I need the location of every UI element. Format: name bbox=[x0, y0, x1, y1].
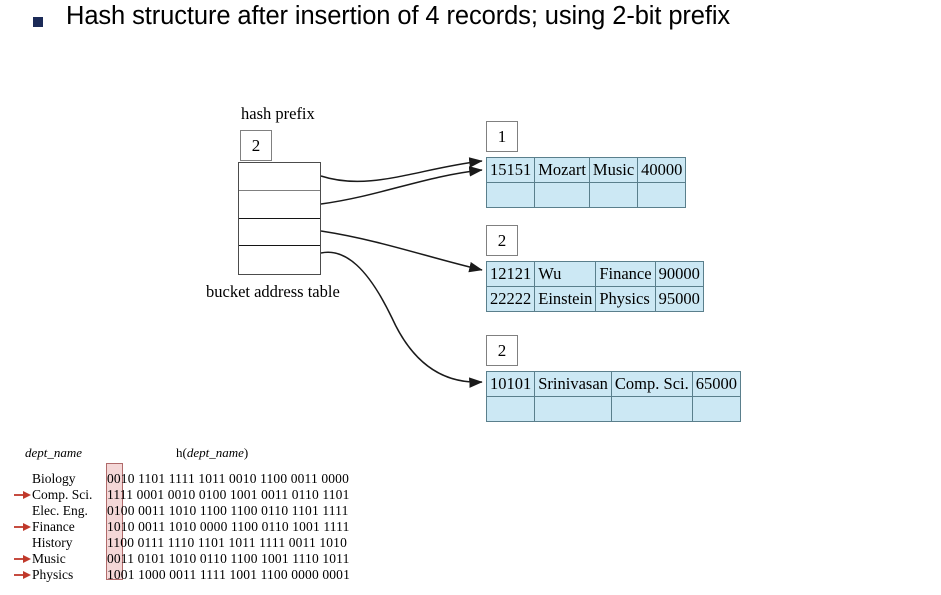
hash-row-music: Music 0011 0101 1010 0110 1100 1001 1110… bbox=[0, 551, 420, 567]
page-title: Hash structure after insertion of 4 reco… bbox=[66, 2, 731, 30]
bucket-1-row-1-dept bbox=[588, 182, 639, 208]
hash-row-dept-label: Music bbox=[32, 551, 66, 566]
bucket-2-row-1-name: Einstein bbox=[534, 286, 597, 312]
right-arrow-icon bbox=[14, 491, 31, 499]
hash-row-dept-label: Physics bbox=[32, 567, 74, 582]
hash-row-bits: 0010 1101 1111 1011 0010 1100 0011 0000 bbox=[107, 471, 349, 486]
bucket-address-table-label: bucket address table bbox=[206, 282, 340, 301]
bucket-3-row-0-dept: Comp. Sci. bbox=[610, 371, 693, 397]
hash-header-suffix: ) bbox=[243, 445, 249, 460]
bucket-2-row-0-salary: 90000 bbox=[654, 261, 704, 287]
slide-title-row: Hash structure after insertion of 4 reco… bbox=[0, 0, 941, 48]
hash-row-bits: 1001 1000 0011 1111 1001 1100 0000 0001 bbox=[107, 567, 350, 582]
bucket-1-row-1[interactable] bbox=[485, 182, 687, 208]
bucket-1-row-1-id bbox=[485, 182, 536, 208]
hash-prefix-label: hash prefix bbox=[241, 104, 315, 123]
bucket-3-depth-box: 2 bbox=[486, 335, 518, 366]
bucket-3-row-1[interactable] bbox=[485, 396, 741, 422]
right-arrow-icon bbox=[14, 571, 31, 579]
bucket-2-row-1[interactable]: 22222 Einstein Physics 95000 bbox=[485, 286, 704, 312]
bucket-2-depth-value: 2 bbox=[497, 230, 507, 250]
bucket-3-row-0-salary: 65000 bbox=[691, 371, 741, 397]
hash-table-header-hash: h(dept_name) bbox=[176, 445, 248, 461]
right-arrow-icon bbox=[14, 523, 31, 531]
bucket-3-row-0-id: 10101 bbox=[485, 371, 536, 397]
bucket-3-row-1-name bbox=[534, 396, 612, 422]
bucket-2-row-0-name: Wu bbox=[534, 261, 597, 287]
hash-row-elec-eng: Elec. Eng. 0100 0011 1010 1100 1100 0110… bbox=[0, 503, 420, 519]
bucket-3-row-1-salary bbox=[691, 396, 741, 422]
bucket-address-row-1[interactable] bbox=[239, 191, 320, 219]
hash-row-dept-label: Elec. Eng. bbox=[32, 503, 88, 518]
hash-header-arg: dept_name bbox=[186, 445, 244, 460]
bucket-2-table: 12121 Wu Finance 90000 22222 Einstein Ph… bbox=[485, 261, 704, 312]
bucket-1-row-1-salary bbox=[637, 182, 687, 208]
right-arrow-icon bbox=[14, 555, 31, 563]
hash-row-dept-label: Finance bbox=[32, 519, 75, 534]
bucket-2-row-1-dept: Physics bbox=[595, 286, 656, 312]
bucket-3-row-0-name: Srinivasan bbox=[534, 371, 612, 397]
hash-header-prefix: h( bbox=[176, 445, 187, 460]
bucket-3-row-1-id bbox=[485, 396, 536, 422]
hash-row-physics: Physics 1001 1000 0011 1111 1001 1100 00… bbox=[0, 567, 420, 583]
hash-row-bits: 1100 0111 1110 1101 1011 1111 0011 1010 bbox=[107, 535, 347, 550]
bucket-3-table: 10101 Srinivasan Comp. Sci. 65000 bbox=[485, 371, 741, 422]
hash-row-biology: Biology 0010 1101 1111 1011 0010 1100 00… bbox=[0, 471, 420, 487]
hash-row-history: History 1100 0111 1110 1101 1011 1111 00… bbox=[0, 535, 420, 551]
bucket-2-row-1-salary: 95000 bbox=[654, 286, 704, 312]
bucket-address-row-0[interactable] bbox=[239, 163, 320, 191]
bucket-1-row-0-salary: 40000 bbox=[637, 157, 687, 183]
bucket-2-row-1-id: 22222 bbox=[485, 286, 536, 312]
bucket-address-table bbox=[238, 162, 321, 275]
bucket-1-row-0[interactable]: 15151 Mozart Music 40000 bbox=[485, 157, 687, 183]
bucket-1-depth-value: 1 bbox=[497, 126, 507, 146]
hash-row-bits: 0100 0011 1010 1100 1100 0110 1101 1111 bbox=[107, 503, 349, 518]
bucket-1-table: 15151 Mozart Music 40000 bbox=[485, 157, 687, 208]
hash-row-bits: 1111 0001 0010 0100 1001 0011 0110 1101 bbox=[107, 487, 350, 502]
hash-row-bits: 1010 0011 1010 0000 1100 0110 1001 1111 bbox=[107, 519, 350, 534]
bucket-1-row-0-id: 15151 bbox=[485, 157, 536, 183]
hash-prefix-value: 2 bbox=[251, 135, 261, 155]
hash-row-dept-label: Comp. Sci. bbox=[32, 487, 93, 502]
bucket-1-row-1-name bbox=[534, 182, 590, 208]
hash-prefix-value-box: 2 bbox=[240, 130, 272, 161]
prefix-bits-highlight bbox=[106, 463, 123, 580]
bucket-3-row-0[interactable]: 10101 Srinivasan Comp. Sci. 65000 bbox=[485, 371, 741, 397]
square-bullet-icon bbox=[33, 17, 43, 27]
hash-row-comp-sci: Comp. Sci. 1111 0001 0010 0100 1001 0011… bbox=[0, 487, 420, 503]
hash-row-dept-label: History bbox=[32, 535, 73, 550]
bucket-address-row-2[interactable] bbox=[239, 219, 320, 247]
bucket-3-row-1-dept bbox=[610, 396, 693, 422]
bucket-1-row-0-dept: Music bbox=[588, 157, 639, 183]
hash-row-finance: Finance 1010 0011 1010 0000 1100 0110 10… bbox=[0, 519, 420, 535]
bucket-2-row-0-id: 12121 bbox=[485, 261, 536, 287]
hash-row-dept-label: Biology bbox=[32, 471, 76, 486]
bucket-3-depth-value: 2 bbox=[497, 340, 507, 360]
hash-table-header-dept-name: dept_name bbox=[25, 445, 83, 460]
bucket-2-depth-box: 2 bbox=[486, 225, 518, 256]
hash-row-bits: 0011 0101 1010 0110 1100 1001 1110 1011 bbox=[107, 551, 350, 566]
bucket-1-depth-box: 1 bbox=[486, 121, 518, 152]
